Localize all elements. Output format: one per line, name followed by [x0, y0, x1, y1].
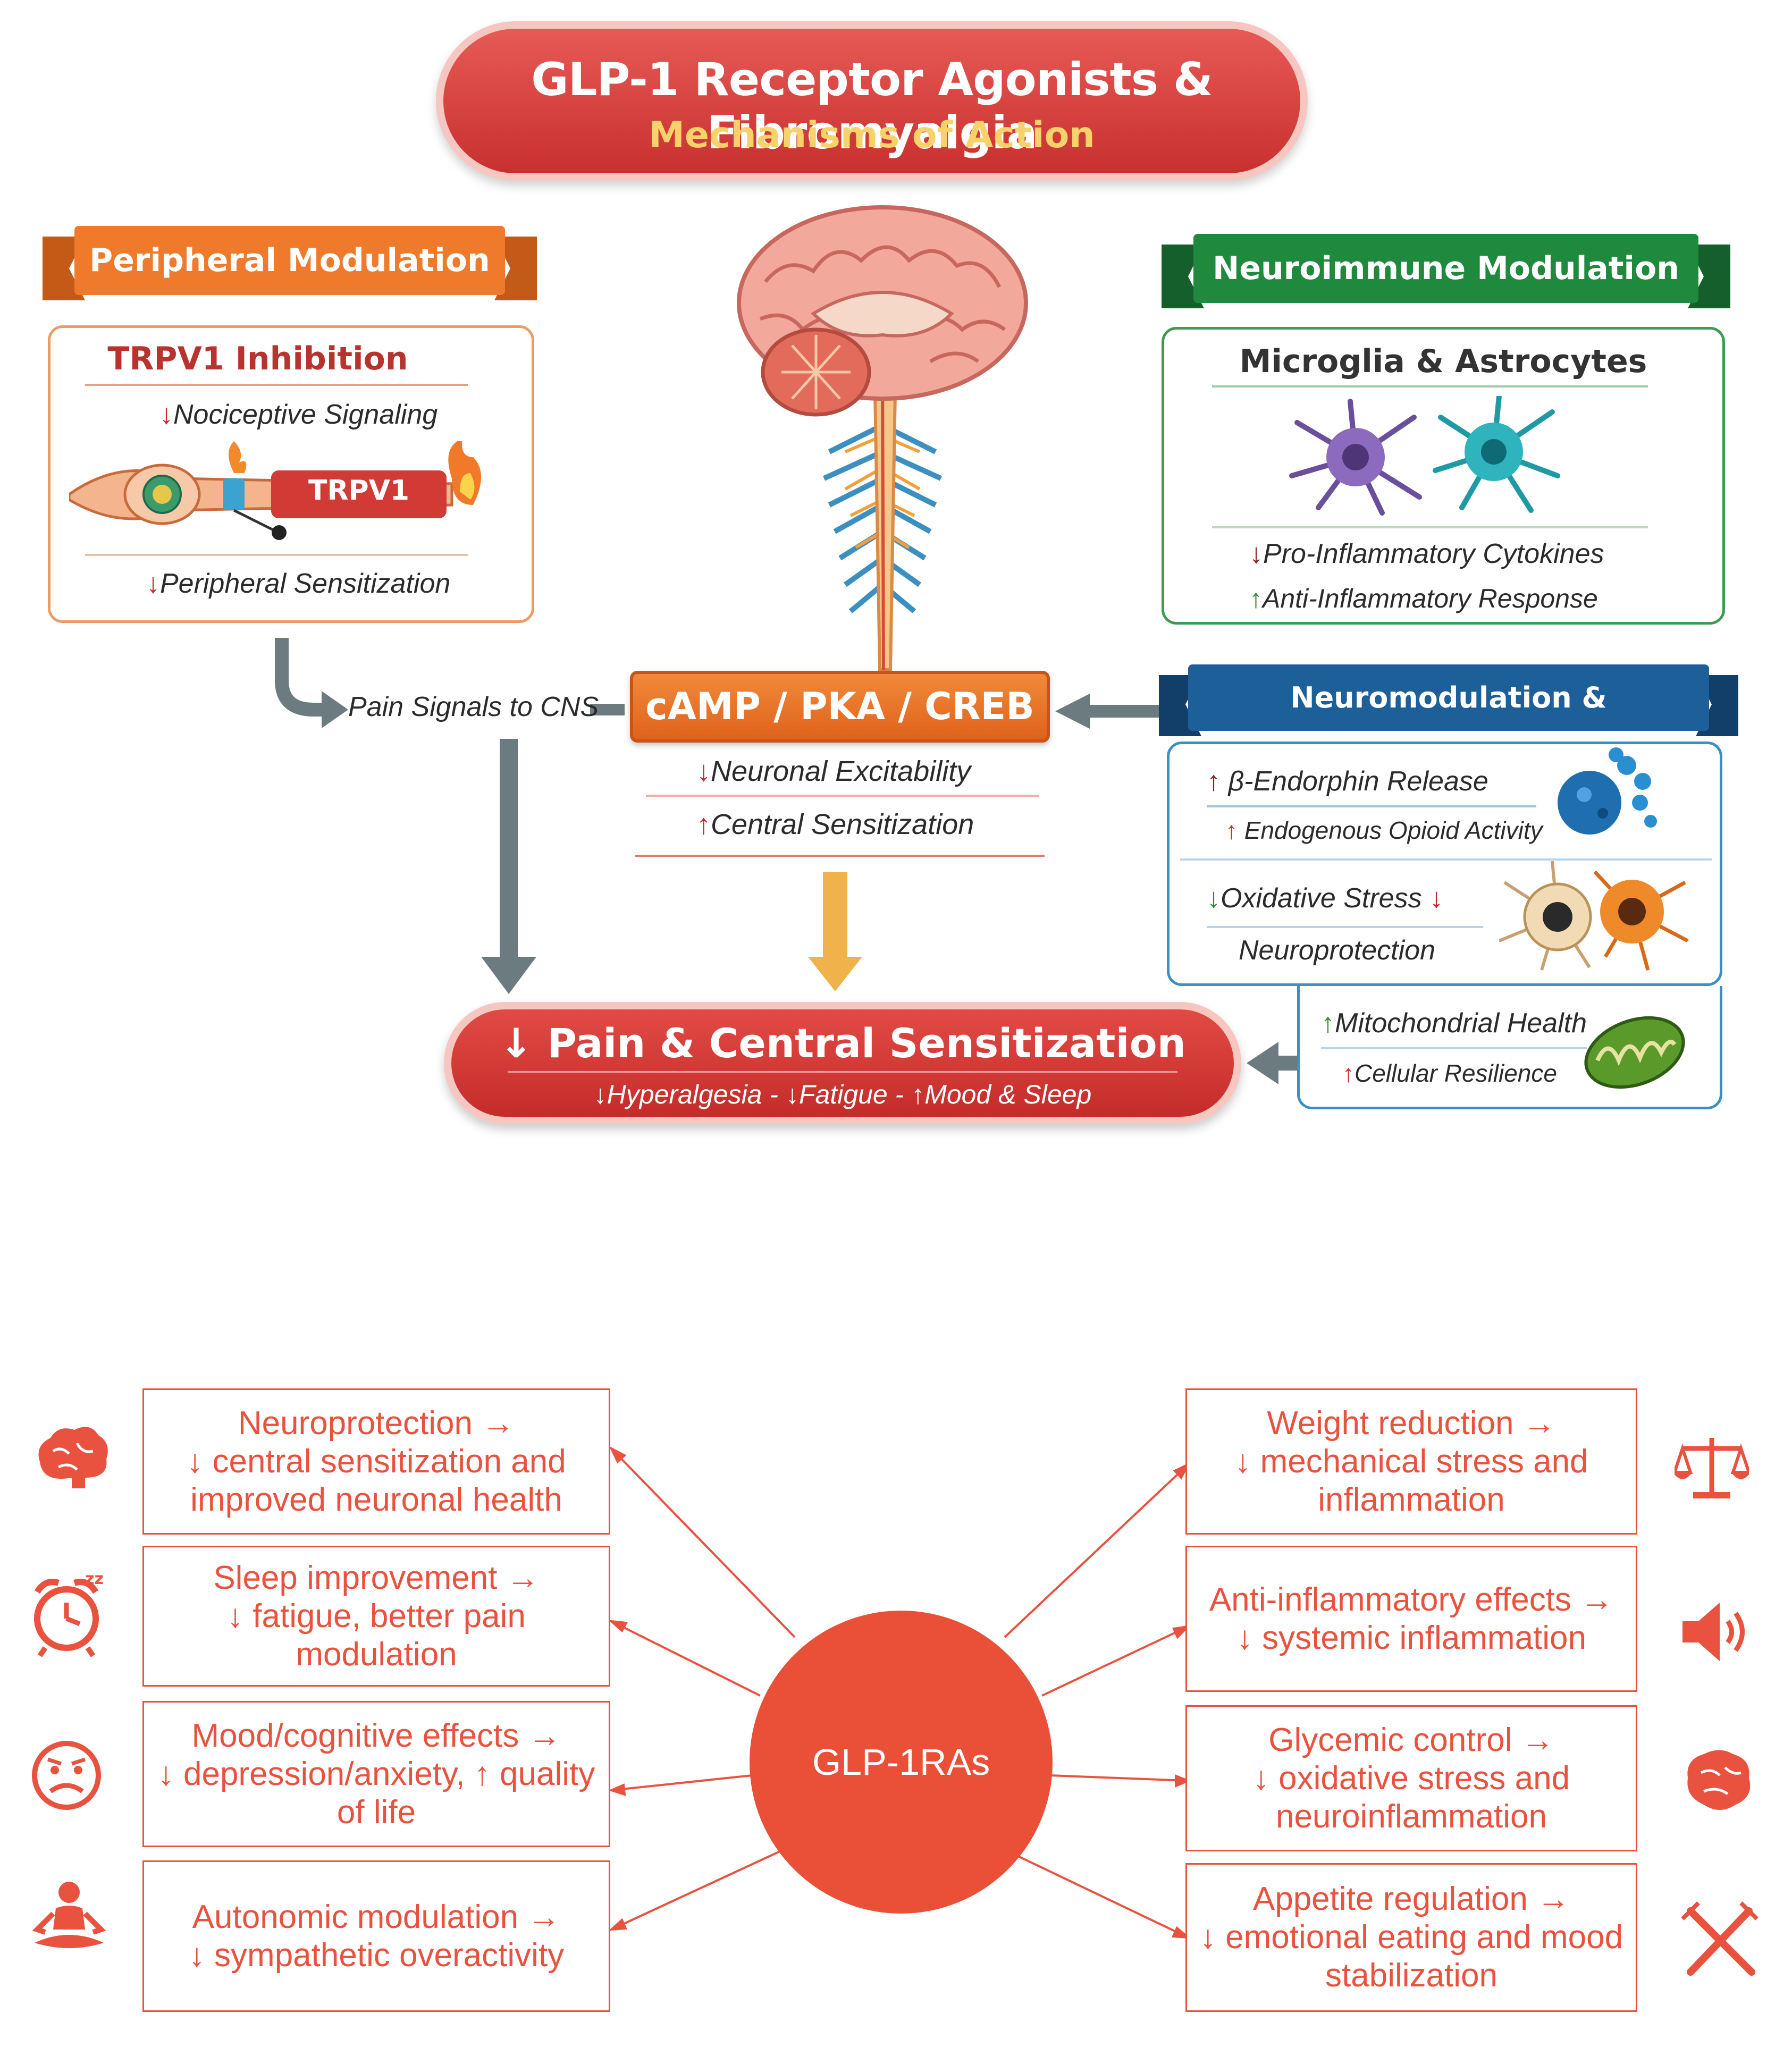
resilience-line: ↑Cellular Resilience	[1342, 1059, 1557, 1087]
neuromod-ribbon-title: Neuromodulation & Neuroprotection	[1290, 681, 1607, 781]
trpv1-channel-label: TRPV1	[308, 475, 410, 507]
glp1ra-hub-circle	[750, 1611, 1053, 1914]
microglia-heading: Microglia & Astrocytes	[1239, 343, 1647, 380]
scale-icon	[1675, 1438, 1749, 1498]
brain-spinal-cord-illustration	[737, 205, 1028, 671]
nociceptive-line: ↓Nociceptive Signaling	[159, 399, 438, 430]
neuron-trpv1-illustration	[69, 441, 481, 540]
anti-inflammatory-box: Anti-inflammatory effects →↓ systemic in…	[1185, 1546, 1637, 1692]
peripheral-divider	[85, 384, 468, 386]
alarm-clock-icon: zz	[34, 1570, 104, 1657]
neuromod-ribbon-shape	[1159, 664, 1738, 736]
down-arrow-gold	[823, 872, 847, 962]
peripheral-ribbon-shape	[43, 226, 537, 300]
glycemic-box: Glycemic control →↓ oxidative stress and…	[1185, 1705, 1637, 1851]
neuromod-panel	[1167, 742, 1722, 986]
neuroprotection-box: Neuroprotection →↓ central sensitization…	[142, 1388, 610, 1535]
down-arrow-left	[500, 739, 518, 962]
neuromod-divider-1	[1207, 805, 1536, 807]
central-sensitization-line: ↑Central Sensitization	[696, 808, 974, 840]
camp-pathway-label: cAMP / PKA / CREB	[645, 685, 1034, 728]
endorphin-molecule-illustration	[1558, 747, 1657, 835]
speaker-icon	[1682, 1603, 1745, 1661]
svg-text:zz: zz	[85, 1570, 104, 1588]
peripheral-to-cns-arrow	[275, 638, 324, 717]
neuroimmune-ribbon-shape	[1162, 234, 1730, 308]
peripheral-sensitization-line: ↓Peripheral Sensitization	[146, 568, 451, 599]
anti-inflammatory-line: ↑Anti-Inflammatory Response	[1249, 584, 1598, 613]
mitochondria-icon	[1584, 1016, 1685, 1089]
neuroimmune-divider-2	[1212, 526, 1648, 528]
meditation-icon	[32, 1882, 106, 1948]
opioid-line: ↑ Endogenous Opioid Activity	[1225, 816, 1543, 844]
fork-knife-icon	[1681, 1901, 1759, 1976]
outcome-title: ↓ Pain & Central Sensitization	[499, 1020, 1186, 1067]
camp-pathway-box	[630, 671, 1050, 743]
trpv1-heading: TRPV1 Inhibition	[107, 340, 408, 377]
glial-cells-illustration	[1289, 396, 1560, 516]
endorphin-line: ↑ β-Endorphin Release	[1207, 766, 1488, 797]
sad-face-icon	[32, 1741, 101, 1810]
appetite-box: Appetite regulation →↓ emotional eating …	[1185, 1863, 1637, 2012]
sleep-box: Sleep improvement →↓ fatigue, better pai…	[142, 1546, 610, 1687]
mito-divider	[1321, 1047, 1587, 1049]
mito-line: ↑Mitochondrial Health	[1321, 1008, 1587, 1039]
outcome-divider	[508, 1071, 1177, 1073]
mood-box: Mood/cognitive effects →↓ depression/anx…	[142, 1701, 610, 1847]
neuroimmune-divider	[1212, 385, 1648, 388]
center-divider-1	[646, 795, 1039, 797]
peripheral-divider-2	[85, 554, 468, 556]
neuroimmune-panel	[1162, 327, 1725, 625]
glp1ra-hub-label: GLP-1RAs	[812, 1741, 990, 1783]
center-divider-2	[635, 855, 1045, 857]
cytokines-line: ↓Pro-Inflammatory Cytokines	[1249, 538, 1604, 569]
brain-icon	[38, 1427, 108, 1488]
weight-box: Weight reduction →↓ mechanical stress an…	[1185, 1388, 1637, 1535]
inflamed-brain-icon	[1680, 1750, 1751, 1810]
pain-signals-label: Pain Signals to CNS	[348, 692, 599, 722]
outcome-banner	[444, 1002, 1241, 1124]
peripheral-ribbon-title: Peripheral Modulation	[89, 242, 490, 279]
connector-arrows	[275, 638, 1297, 1084]
neuromod-divider-2	[1180, 858, 1712, 861]
page-title: GLP-1 Receptor Agonists & Fibromyalgia	[531, 53, 1213, 159]
page-subtitle: Mechanisms of Action	[649, 114, 1095, 156]
hub-spokes	[608, 1446, 1191, 1939]
neuroimmune-ribbon-title: Neuroimmune Modulation	[1213, 250, 1679, 287]
excitability-line: ↓Neuronal Excitability	[696, 755, 971, 787]
neuroprotection-line: Neuroprotection	[1239, 935, 1435, 966]
neuromod-divider-3	[1207, 926, 1483, 928]
oxidative-line: ↓Oxidative Stress ↓	[1207, 883, 1444, 914]
neurons-illustration	[1499, 861, 1689, 971]
outcome-subtitle: ↓Hyperalgesia - ↓Fatigue - ↑Mood & Sleep	[593, 1080, 1092, 1109]
autonomic-box: Autonomic modulation →↓ sympathetic over…	[142, 1860, 610, 2012]
